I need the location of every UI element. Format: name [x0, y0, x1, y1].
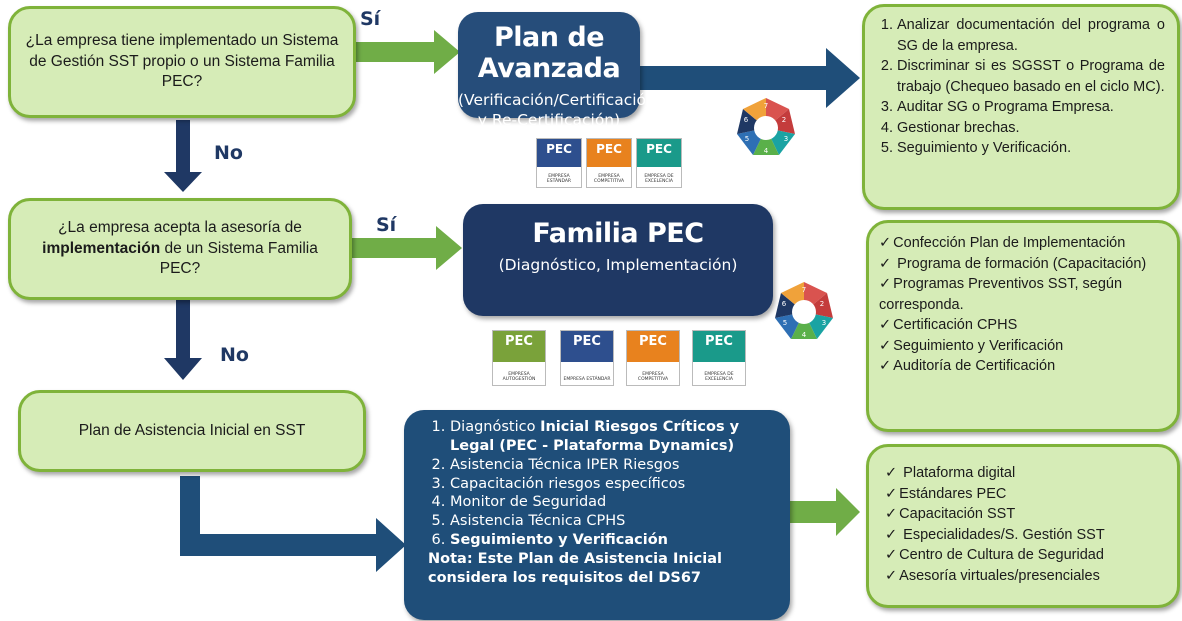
svg-text:5: 5	[745, 135, 749, 143]
plan-inicial-item: Capacitación riesgos específicos	[450, 475, 776, 494]
list-avanzada-box: Analizar documentación del programa o SG…	[862, 4, 1180, 210]
list-avanzada-item: Seguimiento y Verificación.	[897, 138, 1165, 159]
pec-badge-competitiva: PEC EMPRESA COMPETITIVA	[586, 138, 632, 188]
plan-asistencia-inicial-box: Plan de Asistencia Inicial en SST	[18, 390, 366, 472]
pec-badge-estandar: PEC EMPRESA ESTÁNDAR	[536, 138, 582, 188]
svg-text:3: 3	[784, 135, 788, 143]
pec-badge-competitiva-2: PEC EMPRESA COMPETITIVA	[626, 330, 680, 386]
list-avanzada-item: Gestionar brechas.	[897, 118, 1165, 139]
plan-avanzada-title: Plan de Avanzada	[477, 22, 621, 84]
svg-text:2: 2	[782, 116, 786, 124]
pec-badge-excelencia-2: PEC EMPRESA DE EXCELENCIA	[692, 330, 746, 386]
question-sistema-gestion-text: ¿La empresa tiene implementado un Sistem…	[25, 32, 339, 91]
list-inicial-box: Plataforma digital Estándares PEC Capaci…	[866, 444, 1180, 608]
question-asesoria: ¿La empresa acepta la asesoría de implem…	[8, 198, 352, 300]
pec-badge-excelencia: PEC EMPRESA DE EXCELENCIA	[636, 138, 682, 188]
arrow-q2-to-familia	[352, 226, 462, 270]
list-inicial-item: Especialidades/S. Gestión SST	[885, 525, 1165, 546]
list-inicial-item: Asesoría virtuales/presenciales	[885, 566, 1165, 587]
plan-avanzada-subtitle: (Verificación/Certificación y Re-Certifi…	[458, 91, 656, 130]
question-asesoria-post: de un Sistema Familia PEC?	[159, 239, 318, 278]
label-si-1: Sí	[360, 8, 381, 30]
plan-inicial-box: Diagnóstico Inicial Riesgos Críticos y L…	[404, 410, 790, 620]
list-familia: Confección Plan de Implementación Progra…	[879, 233, 1165, 377]
plan-inicial-item: Diagnóstico Inicial Riesgos Críticos y L…	[450, 418, 776, 456]
list-avanzada-item: Analizar documentación del programa o SG…	[897, 15, 1165, 56]
plan-inicial-item: Monitor de Seguridad	[450, 493, 776, 512]
label-no-1: No	[214, 142, 243, 164]
plan-avanzada-box: Plan de Avanzada (Verificación/Certifica…	[458, 12, 656, 129]
question-asesoria-bold: implementación	[42, 239, 161, 257]
list-inicial-item: Estándares PEC	[885, 484, 1165, 505]
plan-inicial-item: Seguimiento y Verificación	[450, 531, 776, 550]
familia-pec-box: Familia PEC (Diagnóstico, Implementación…	[463, 204, 773, 316]
familia-pec-title: Familia PEC	[532, 218, 704, 249]
familia-pec-subtitle: (Diagnóstico, Implementación)	[498, 256, 738, 274]
list-familia-item: Confección Plan de Implementación	[879, 233, 1165, 254]
svg-text:5: 5	[783, 319, 787, 327]
arrow-q3-to-inicial	[180, 476, 406, 572]
arrow-inicial-to-list	[776, 488, 860, 536]
list-avanzada-item: Auditar SG o Programa Empresa.	[897, 97, 1165, 118]
question-asesoria-pre: ¿La empresa acepta la asesoría de	[58, 219, 302, 237]
list-inicial-item: Centro de Cultura de Seguridad	[885, 545, 1165, 566]
svg-text:6: 6	[782, 300, 787, 308]
list-familia-item: Programa de formación (Capacitación)	[879, 254, 1165, 275]
svg-text:3: 3	[822, 319, 826, 327]
list-familia-item: Seguimiento y Verificación	[879, 336, 1165, 357]
list-inicial-item: Plataforma digital	[885, 463, 1165, 484]
arrow-down-no-2	[164, 300, 202, 380]
question-asesoria-text: ¿La empresa acepta la asesoría de implem…	[25, 218, 335, 279]
list-familia-item: Auditoría de Certificación	[879, 356, 1165, 377]
list-inicial-item: Capacitación SST	[885, 504, 1165, 525]
question-sistema-gestion: ¿La empresa tiene implementado un Sistem…	[8, 6, 356, 118]
list-familia-item: Certificación CPHS	[879, 315, 1165, 336]
list-avanzada: Analizar documentación del programa o SG…	[877, 15, 1165, 159]
arrow-down-no-1	[164, 120, 202, 192]
svg-text:7: 7	[802, 286, 806, 294]
plan-inicial-list: Diagnóstico Inicial Riesgos Críticos y L…	[428, 418, 776, 550]
svg-text:6: 6	[744, 116, 749, 124]
plan-inicial-item: Asistencia Técnica IPER Riesgos	[450, 456, 776, 475]
list-familia-box: Confección Plan de Implementación Progra…	[866, 220, 1180, 432]
arrow-q1-to-avanzada	[354, 30, 460, 74]
arrow-avanzada-to-list	[640, 48, 860, 108]
plan-asistencia-inicial-label: Plan de Asistencia Inicial en SST	[78, 422, 306, 439]
list-avanzada-item: Discriminar si es SGSST o Programa de tr…	[897, 56, 1165, 97]
list-inicial: Plataforma digital Estándares PEC Capaci…	[885, 463, 1165, 586]
svg-text:7: 7	[764, 102, 768, 110]
plan-inicial-note: Nota: Este Plan de Asistencia Inicial co…	[428, 550, 722, 586]
label-si-2: Sí	[376, 214, 397, 236]
label-no-2: No	[220, 344, 249, 366]
plan-inicial-item: Asistencia Técnica CPHS	[450, 512, 776, 531]
pec-badge-autogestion: PEC EMPRESA AUTOGESTIÓN	[492, 330, 546, 386]
list-familia-item: Programas Preventivos SST, según corresp…	[879, 274, 1165, 315]
svg-text:2: 2	[820, 300, 824, 308]
heptagon-cycle-icon: 7 2 3 4 5 6	[737, 98, 795, 155]
pec-badge-estandar-2: PEC EMPRESA ESTÁNDAR	[560, 330, 614, 386]
svg-text:4: 4	[764, 147, 769, 155]
heptagon-cycle-icon-2: 7 2 3 4 5 6	[775, 282, 833, 339]
svg-text:4: 4	[802, 331, 807, 339]
